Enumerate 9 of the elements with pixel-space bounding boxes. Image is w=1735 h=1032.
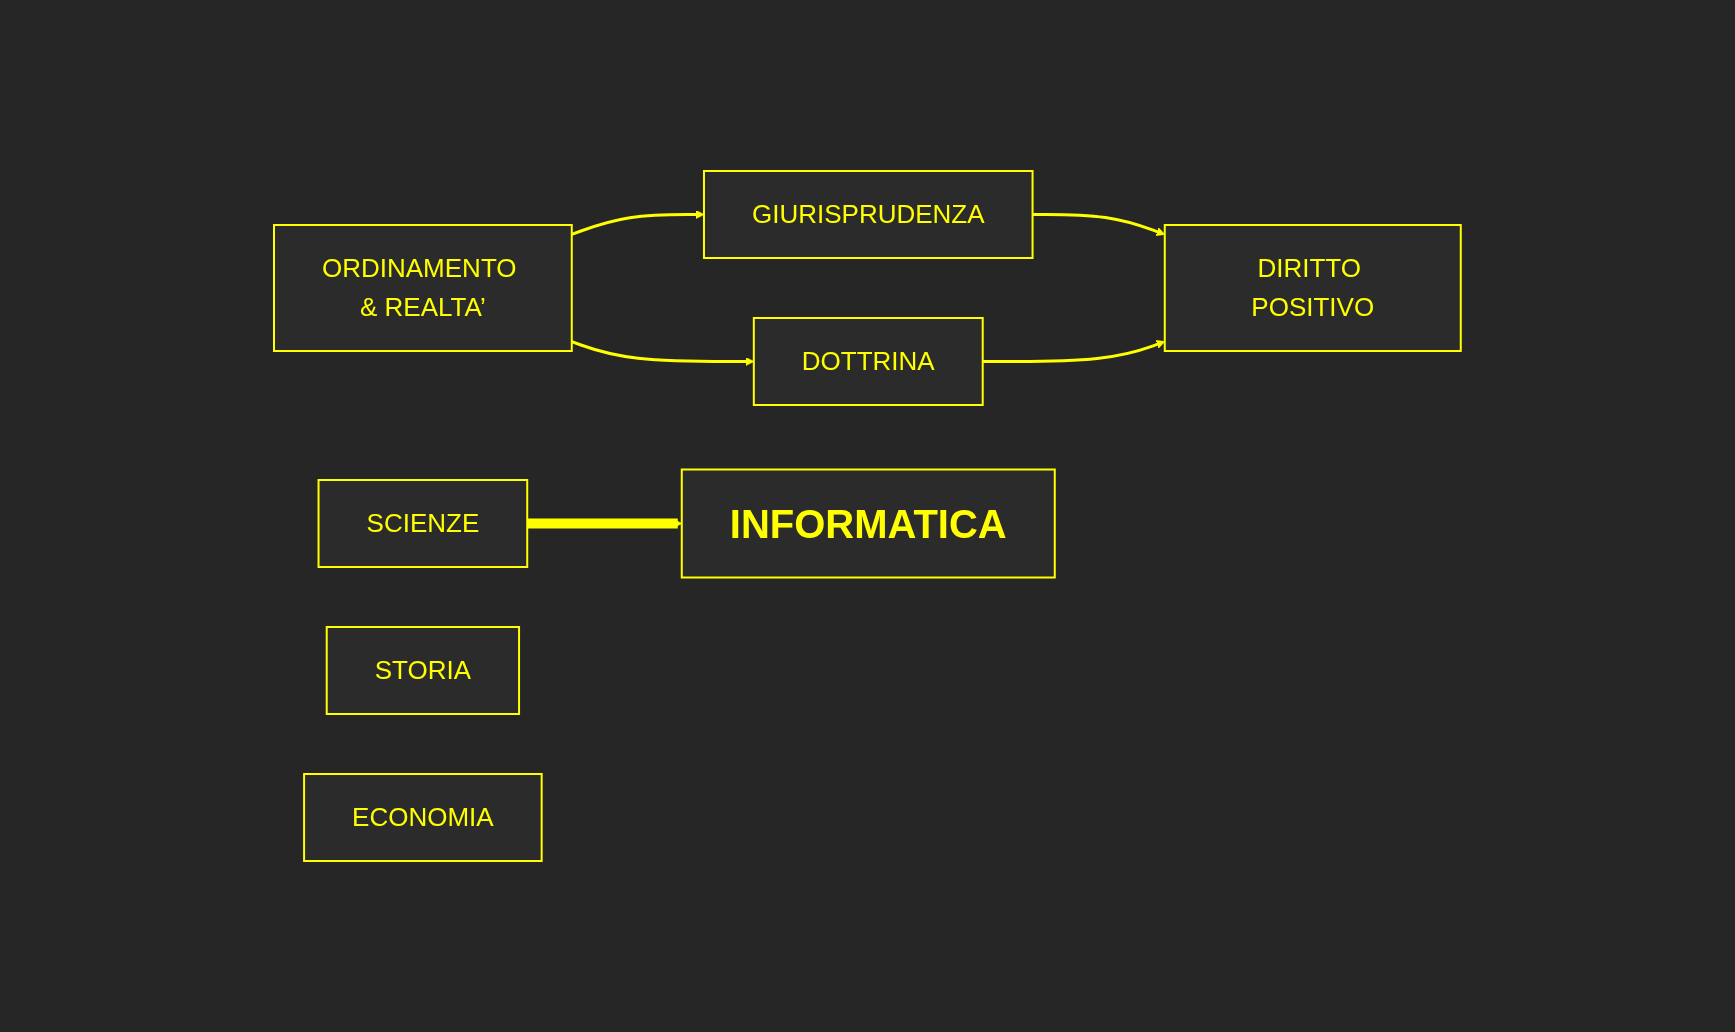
- node-box: INFORMATICA: [680, 468, 1056, 579]
- node-box: STORIA: [325, 626, 521, 715]
- node-box: DOTTRINA: [752, 317, 984, 406]
- node-box: DIRITTO POSITIVO: [1163, 224, 1462, 352]
- node-box: ORDINAMENTO & REALTA’: [273, 224, 573, 352]
- node-box: GIURISPRUDENZA: [703, 170, 1034, 259]
- node-box: SCIENZE: [317, 479, 529, 568]
- node-box: ECONOMIA: [303, 773, 543, 862]
- arrow: [571, 210, 705, 236]
